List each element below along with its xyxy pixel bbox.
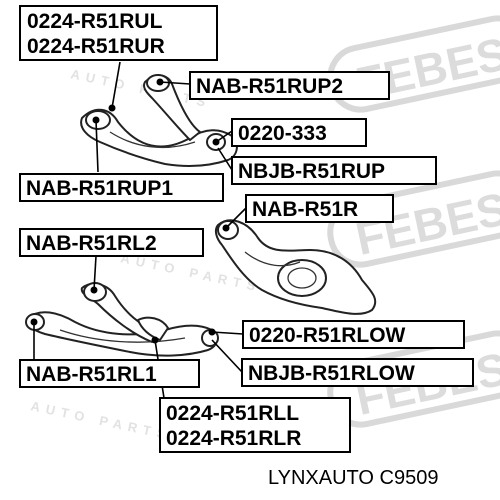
label-upper-bush-2: NAB-R51RUP2 [189, 71, 390, 100]
label-nab-r51rl1: NAB-R51RL1 [26, 363, 157, 386]
label-nab-r51rup1: NAB-R51RUP1 [26, 177, 173, 200]
label-0224-r51rul: 0224-R51RUL [27, 10, 163, 33]
label-lower-bush-2: NAB-R51RL2 [19, 228, 204, 257]
watermark-tagline-3: AUTO PARTS [29, 398, 172, 442]
label-0224-r51rll: 0224-R51RLL [166, 402, 299, 425]
label-nab-r51rl2: NAB-R51RL2 [26, 232, 157, 255]
label-upper-bolts: 0224-R51RUL 0224-R51RUR [19, 5, 218, 61]
label-lower-nut: 0220-R51RLOW [242, 320, 465, 349]
label-lower-bolts: 0224-R51RLL 0224-R51RLR [159, 397, 351, 453]
label-nab-r51rup2: NAB-R51RUP2 [196, 75, 343, 98]
label-nab-r51r: NAB-R51R [252, 198, 358, 221]
label-nbjb-r51rup: NBJB-R51RUP [238, 160, 385, 183]
label-0220-333: 0220-333 [238, 122, 327, 145]
label-ball-joint-upper: NBJB-R51RUP [231, 156, 437, 185]
label-upper-bush-1: NAB-R51RUP1 [19, 173, 224, 202]
rear-trailing-arm [214, 219, 377, 315]
label-ball-joint-lower: NBJB-R51RLOW [241, 358, 474, 387]
label-0220-r51rlow: 0220-R51RLOW [249, 324, 406, 347]
footer-brand-code: LYNXAUTO C9509 [268, 467, 438, 489]
label-nbjb-r51rlow: NBJB-R51RLOW [248, 362, 415, 385]
label-lower-bush-1: NAB-R51RL1 [19, 359, 200, 388]
lower-control-arm [25, 282, 219, 357]
label-0224-r51rur: 0224-R51RUR [27, 35, 165, 58]
label-rear-arm-bush: NAB-R51R [245, 194, 394, 223]
label-0224-r51rlr: 0224-R51RLR [166, 427, 301, 450]
label-ball-joint-upper-nut: 0220-333 [231, 118, 367, 147]
